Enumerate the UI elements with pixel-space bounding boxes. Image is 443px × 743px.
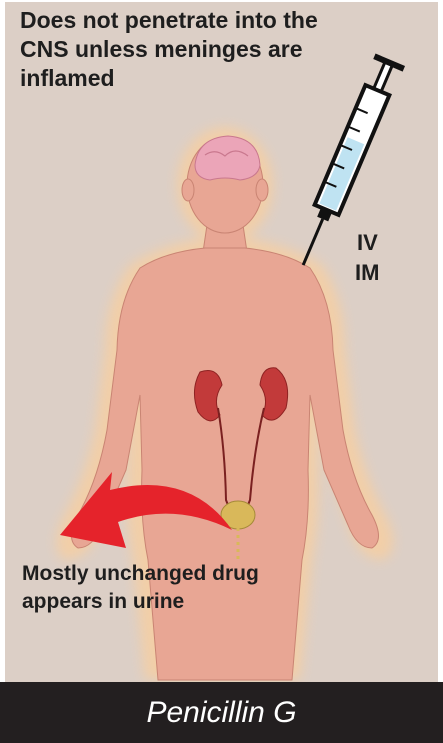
footer-banner: Penicillin G bbox=[0, 682, 443, 743]
cns-caption: Does not penetrate into the CNS unless m… bbox=[20, 6, 360, 93]
route-im-label: IM bbox=[355, 260, 379, 286]
excretion-caption: Mostly unchanged drug appears in urine bbox=[22, 560, 322, 616]
route-iv-label: IV bbox=[357, 230, 378, 256]
drug-title: Penicillin G bbox=[146, 696, 296, 730]
